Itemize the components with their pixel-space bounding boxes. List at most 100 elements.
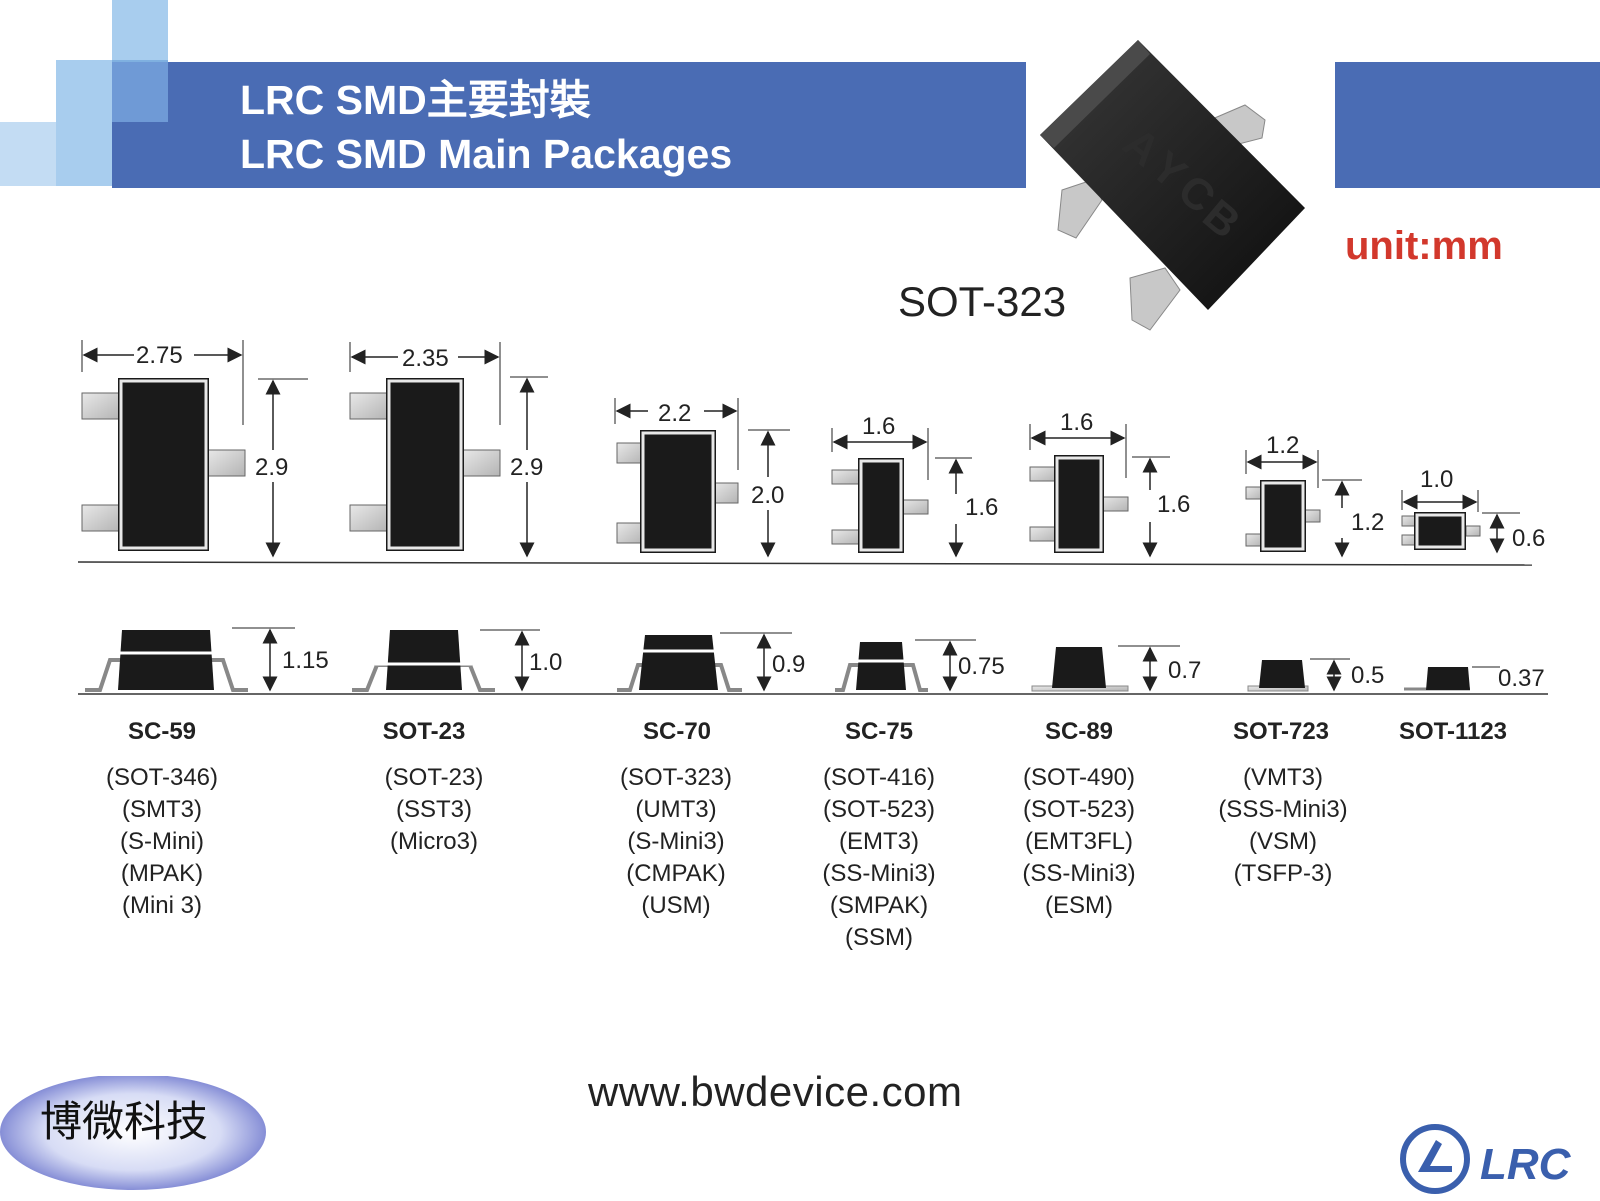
sc75-length-dim	[935, 457, 972, 558]
hero-package-label: SOT-323	[898, 278, 1067, 325]
header-banner-right	[1335, 62, 1600, 188]
lrc-logo-icon	[1400, 1124, 1470, 1194]
alias-item: (S-Mini3)	[627, 828, 725, 855]
sc89-width-dim	[1029, 424, 1127, 478]
company-badge-text: 博微科技	[40, 1097, 209, 1146]
alias-item: (SSM)	[845, 924, 913, 951]
decor-square	[112, 0, 168, 60]
sc59-height-dim	[232, 627, 295, 692]
package-name: SOT-723	[1232, 718, 1330, 745]
sc89-top-view	[1029, 455, 1129, 553]
alias-item: (Mini 3)	[121, 892, 202, 919]
sc70-length-dim	[748, 429, 790, 558]
sot23-height-dim	[480, 629, 540, 692]
sot23-length-label: 2.9	[510, 454, 543, 481]
alias-item: (SOT-490)	[1022, 764, 1136, 791]
sc59-side-view	[85, 630, 248, 692]
alias-item: (USM)	[641, 892, 711, 919]
sot323-photo: A Y C B	[1040, 40, 1305, 331]
sot23-length-dim	[510, 376, 548, 558]
sc59-height-label: 1.15	[282, 647, 329, 674]
decor-square	[112, 62, 168, 122]
alias-item: (CMPAK)	[626, 860, 726, 887]
decor-square	[0, 122, 56, 186]
alias-list-sc59: (SOT-346) (SMT3) (S-Mini) (MPAK) (Mini 3…	[62, 762, 262, 922]
alias-item: (SSS-Mini3)	[1218, 796, 1348, 823]
alias-item: (EMT3FL)	[1025, 828, 1133, 855]
sot723-height-dim	[1310, 658, 1350, 692]
alias-item: (ESM)	[1045, 892, 1113, 919]
sc59-width-label: 2.75	[136, 342, 183, 369]
sc70-length-label: 2.0	[751, 482, 784, 509]
alias-item: (VSM)	[1249, 828, 1317, 855]
alias-item: (SMPAK)	[829, 892, 929, 919]
sc70-side-view	[617, 635, 742, 692]
sot723-width-label: 1.2	[1266, 432, 1299, 459]
sc59-width-dim	[81, 340, 244, 425]
sot723-height-label: 0.5	[1351, 662, 1384, 689]
sc70-width-label: 2.2	[658, 400, 691, 427]
title-zh: LRC SMD主要封裝	[240, 77, 591, 123]
alias-list-sot723: (VMT3) (SSS-Mini3) (VSM) (TSFP-3)	[1183, 762, 1383, 890]
sc70-top-view	[616, 430, 739, 553]
sot1123-length-label: 0.6	[1512, 525, 1545, 552]
sc59-length-label: 2.9	[255, 454, 288, 481]
alias-item: (SOT-23)	[384, 764, 484, 791]
alias-list-sc70: (SOT-323) (UMT3) (S-Mini3) (CMPAK) (USM)	[576, 762, 776, 922]
unit-label: unit:mm	[1345, 224, 1503, 268]
sot23-height-label: 1.0	[529, 649, 562, 676]
alias-item: (UMT3)	[635, 796, 717, 823]
website-url: www.bwdevice.com	[588, 1068, 963, 1115]
alias-item: (SST3)	[395, 796, 472, 823]
decor-square	[56, 60, 112, 122]
alias-list-sc75: (SOT-416) (SOT-523) (EMT3) (SS-Mini3) (S…	[779, 762, 979, 954]
sc89-length-dim	[1132, 456, 1170, 558]
alias-item: (SOT-523)	[1022, 796, 1136, 823]
alias-list-sc89: (SOT-490) (SOT-523) (EMT3FL) (SS-Mini3) …	[979, 762, 1179, 922]
company-badge	[0, 1076, 266, 1190]
alias-item: (S-Mini)	[120, 828, 204, 855]
sc70-height-label: 0.9	[772, 651, 805, 678]
alias-item: (SS-Mini3)	[1022, 860, 1136, 887]
sc70-height-dim	[720, 632, 792, 692]
sot1123-width-label: 1.0	[1420, 466, 1453, 493]
alias-item: (SMT3)	[122, 796, 202, 823]
title-en: LRC SMD Main Packages	[240, 131, 733, 177]
sot1123-top-view	[1401, 512, 1481, 550]
dimension-labels: 2.75 2.9 1.15 2.35 2.9 1.0 2.2 2.0 0.9 1…	[136, 342, 1545, 692]
package-name: SOT-23	[382, 718, 466, 745]
sot723-width-dim	[1245, 450, 1319, 488]
alias-item: (TSFP-3)	[1233, 860, 1333, 887]
sot23-side-view	[352, 630, 495, 692]
sc89-width-label: 1.6	[1060, 409, 1093, 436]
sot1123-length-dim	[1482, 512, 1520, 554]
sot1123-side-view	[1404, 666, 1500, 691]
sc89-height-dim	[1118, 645, 1180, 692]
sot723-length-dim	[1322, 479, 1362, 558]
sc75-top-view	[831, 458, 929, 553]
sot723-side-view	[1247, 660, 1309, 692]
sc75-side-view	[835, 642, 928, 692]
alias-item: (Micro3)	[390, 828, 478, 855]
sc59-length-dim	[258, 378, 308, 558]
sot723-length-label: 1.2	[1351, 509, 1384, 536]
sot723-top-view	[1245, 480, 1321, 552]
package-name: SC-75	[844, 718, 914, 745]
package-name: SC-59	[127, 718, 197, 745]
header-banner	[112, 62, 1026, 188]
top-view-baseline	[77, 561, 1533, 566]
sc59-top-view	[81, 378, 246, 551]
lrc-logo-text: LRC	[1480, 1140, 1571, 1189]
sc89-height-label: 0.7	[1168, 657, 1201, 684]
alias-item: (SOT-416)	[822, 764, 936, 791]
package-drawings: 2.75 2.9 1.15 2.35 2.9 1.0 2.2 2.0 0.9 1…	[77, 340, 1548, 695]
alias-item: (SOT-323)	[619, 764, 733, 791]
sc75-width-label: 1.6	[862, 413, 895, 440]
sot1123-width-dim	[1401, 490, 1479, 512]
sot23-width-dim	[349, 342, 501, 425]
sc75-width-dim	[831, 428, 929, 480]
sc75-height-dim	[915, 639, 976, 692]
decor-square	[56, 122, 112, 186]
alias-item: (SOT-346)	[105, 764, 219, 791]
alias-item: (MPAK)	[120, 860, 204, 887]
